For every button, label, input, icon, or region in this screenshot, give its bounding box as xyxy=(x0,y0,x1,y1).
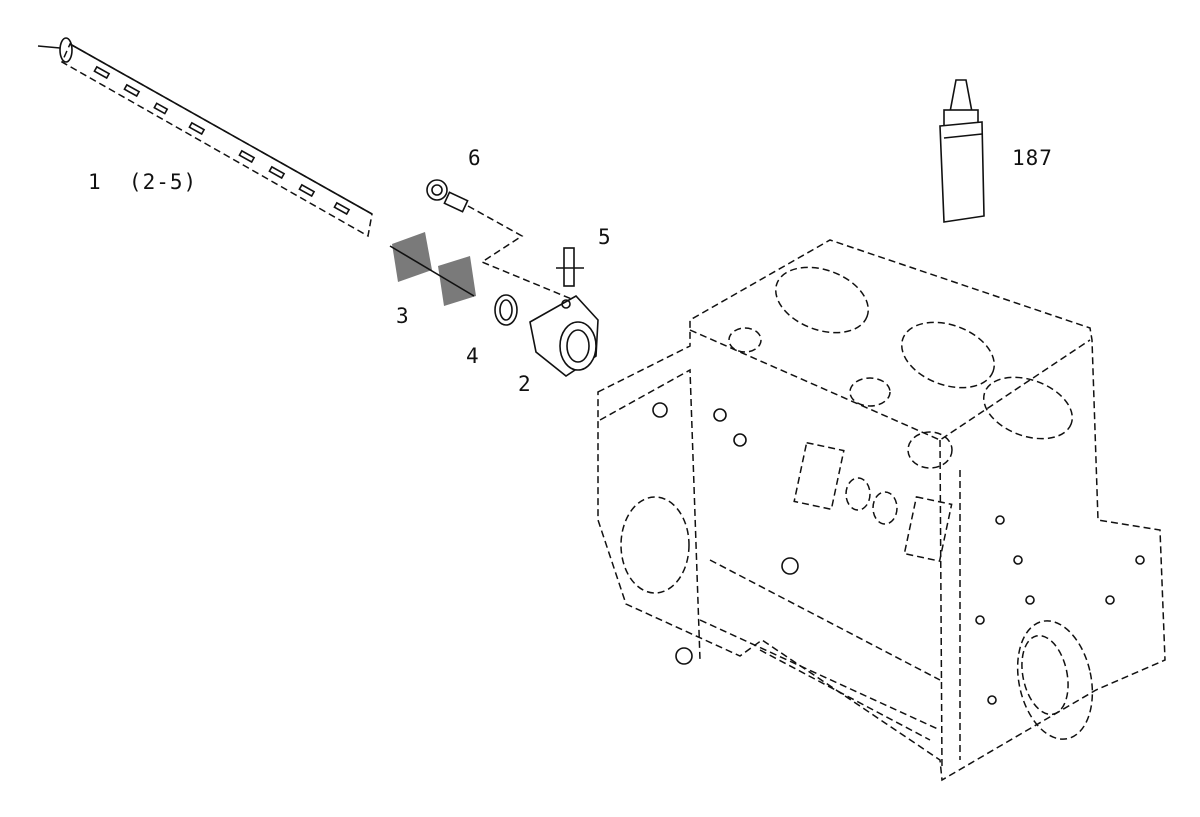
part-6-plug xyxy=(426,179,469,213)
callout-item-2: 2 xyxy=(518,372,532,396)
callout-item-4: 4 xyxy=(466,344,480,368)
part-5-pin xyxy=(556,247,584,287)
assembly-leader-line xyxy=(467,205,575,301)
engine-block xyxy=(597,239,1166,782)
part-4-o-ring xyxy=(494,294,518,326)
callout-item-1: 1 (2-5) xyxy=(88,170,198,194)
part-3-spring xyxy=(389,232,476,306)
part-1-valve-bar xyxy=(37,37,373,238)
callout-item-3: 3 xyxy=(396,304,410,328)
callout-item-187: 187 xyxy=(1012,146,1053,170)
callout-item-6: 6 xyxy=(468,146,482,170)
part-2-sleeve xyxy=(529,294,599,377)
callout-item-5: 5 xyxy=(598,225,612,249)
part-187-sealant-tube xyxy=(939,79,985,223)
